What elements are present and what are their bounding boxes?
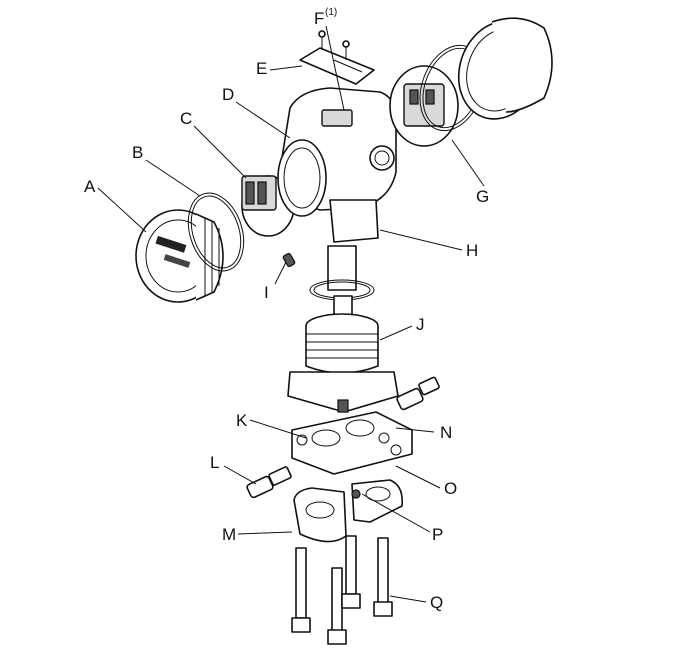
- part-flange-block: [291, 411, 413, 475]
- callout-label-h: H: [466, 241, 478, 260]
- part-drain-valve-right: [396, 376, 440, 411]
- part-housing: [277, 87, 397, 243]
- callout-label-e: E: [256, 59, 267, 78]
- part-drain-valve-left: [246, 466, 292, 499]
- callout-label-l: L: [210, 453, 219, 472]
- callout-label-g: G: [476, 187, 489, 206]
- callout-labels: A B C D E F (1) G H I J K L M N O P Q: [84, 7, 489, 612]
- callout-label-k: K: [236, 411, 248, 430]
- part-cover-left: [135, 209, 224, 303]
- part-nameplate: [299, 47, 375, 85]
- callout-label-o: O: [444, 479, 457, 498]
- callout-label-p: P: [432, 525, 443, 544]
- callout-label-i: I: [264, 283, 269, 302]
- part-bolts: [291, 535, 393, 645]
- callout-label-b: B: [132, 143, 143, 162]
- callout-label-d: D: [222, 85, 234, 104]
- part-screws: [318, 30, 350, 60]
- callout-label-n: N: [440, 423, 452, 442]
- callout-label-f-superscript: (1): [325, 7, 337, 18]
- callout-label-m: M: [222, 525, 236, 544]
- part-cover-right: [457, 17, 553, 120]
- callout-label-a: A: [84, 177, 96, 196]
- callout-label-c: C: [180, 109, 192, 128]
- part-o-ring-left: [187, 192, 245, 272]
- callout-label-q: Q: [430, 593, 443, 612]
- leader-lines: [97, 25, 485, 603]
- part-lower-flanges: [293, 479, 404, 543]
- part-neck-adapter: [309, 245, 375, 319]
- part-sensor-module: [287, 313, 399, 413]
- callout-label-f: F: [314, 9, 324, 28]
- callout-label-j: J: [416, 315, 425, 334]
